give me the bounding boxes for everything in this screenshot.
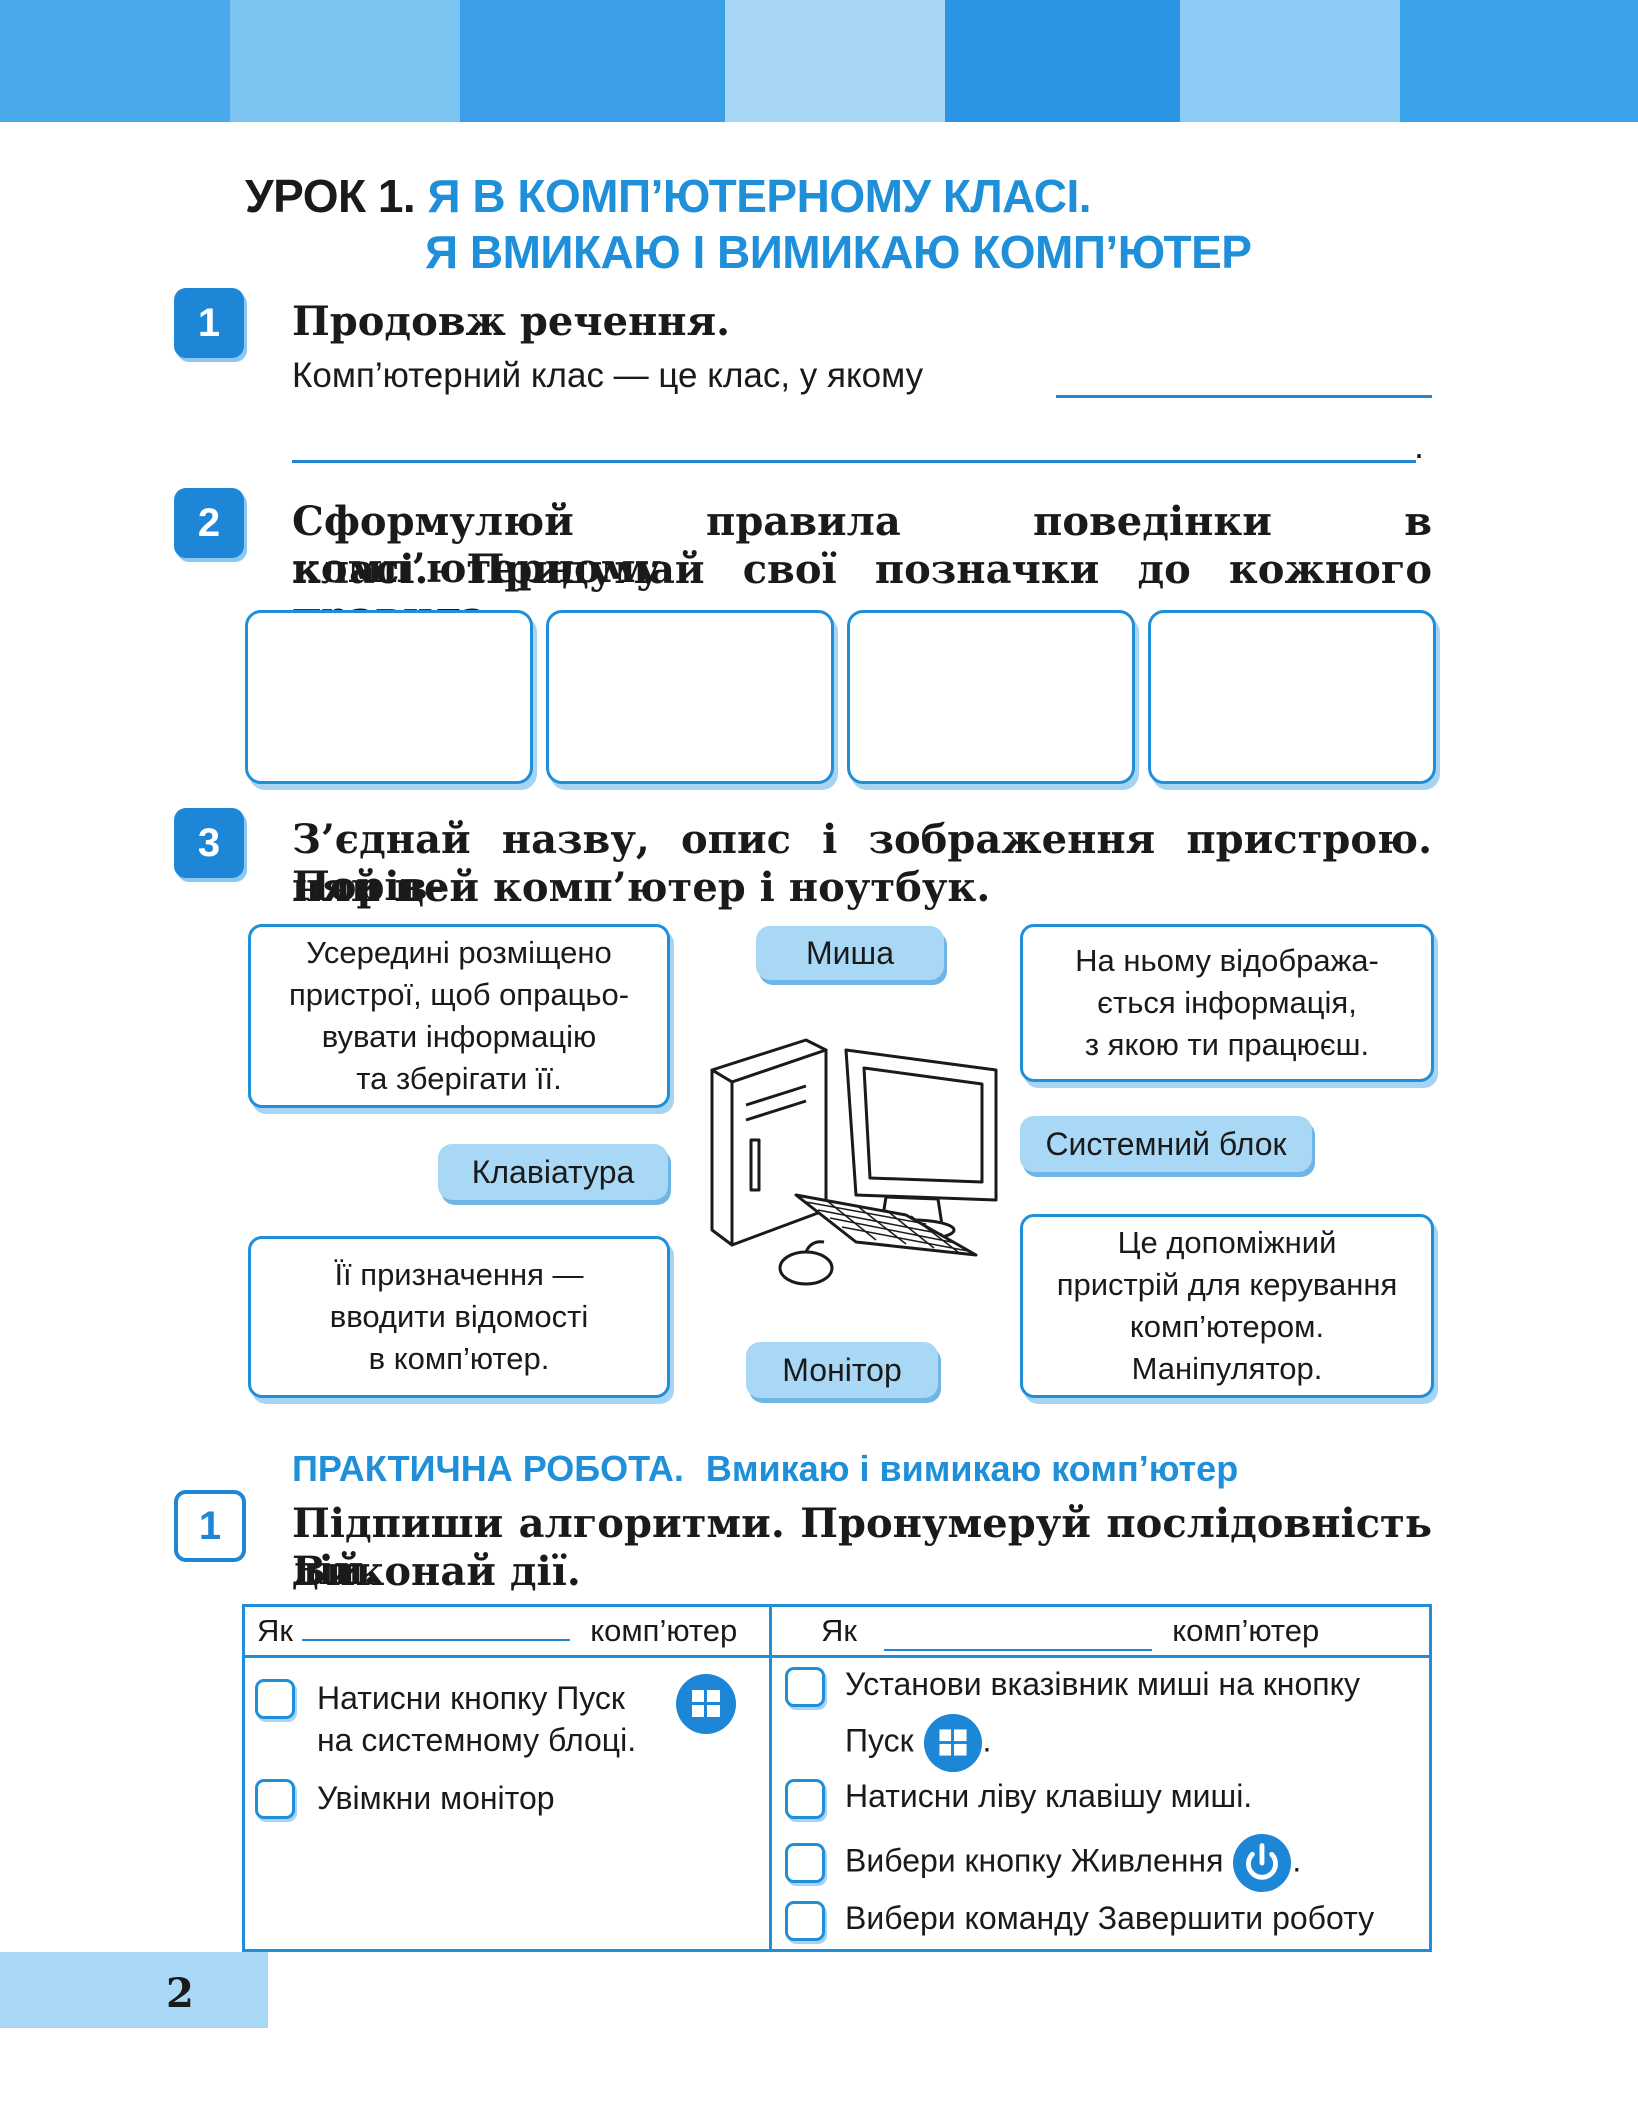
column-divider	[769, 1607, 772, 1949]
practical-number-badge: 1	[174, 1490, 246, 1562]
answer-line[interactable]	[292, 460, 1416, 463]
step-text: Натисни кнопку Пуск на системному блоці.	[317, 1677, 636, 1761]
header-divider	[245, 1655, 1429, 1658]
answer-line[interactable]	[1056, 395, 1432, 398]
step-line: Натисни кнопку Пуск	[317, 1680, 625, 1716]
description-card-mouse[interactable]: Це допоміжний пристрій для керування ком…	[1020, 1214, 1434, 1398]
desc-line: ється інформація,	[1097, 985, 1357, 1020]
desc-line: Маніпулятор.	[1131, 1351, 1323, 1386]
lesson-title-line1: Я В КОМП’ЮТЕРНОМУ КЛАСІ.	[427, 170, 1092, 222]
algorithm-table: Як комп’ютер Як комп’ютер Натисни кнопку…	[242, 1604, 1432, 1952]
task1-sentence: Комп’ютерний клас — це клас, у якому	[292, 356, 924, 395]
step-line: Установи вказівник миші на кнопку	[845, 1666, 1360, 1702]
rule-drawing-box[interactable]	[245, 610, 533, 784]
practical-text-line1: Підпиши алгоритми. Пронумеруй послідовні…	[292, 1500, 1432, 1594]
desc-line: в комп’ютер.	[368, 1341, 550, 1376]
header-blank[interactable]	[883, 1613, 1152, 1651]
task2-text-line1: Сформулюй правила поведінки в комп’ютерн…	[292, 498, 1432, 592]
step-line: Пуск	[845, 1722, 914, 1759]
desc-line: вводити відомості	[329, 1299, 589, 1334]
left-column-header: Як комп’ютер	[257, 1613, 737, 1649]
lesson-title: УРОК 1. Я В КОМП’ЮТЕРНОМУ КЛАСІ. Я ВМИКА…	[245, 168, 1252, 280]
desc-line: пристрій для керування	[1056, 1267, 1398, 1302]
header-prefix: Як	[257, 1613, 293, 1648]
step-number-checkbox[interactable]	[785, 1667, 825, 1707]
lesson-label: УРОК 1.	[245, 170, 416, 222]
desktop-computer-illustration	[710, 1038, 998, 1286]
task1-heading: Продовж речення.	[292, 298, 731, 345]
step-text: Установи вказівник миші на кнопку Пуск .	[845, 1663, 1360, 1773]
windows-icon	[923, 1713, 982, 1773]
desc-line: Усередині розміщено	[306, 935, 612, 970]
step-text: Натисни ліву клавішу миші.	[845, 1778, 1253, 1814]
step-number-checkbox[interactable]	[785, 1779, 825, 1819]
step-text: Вибери команду Завершити роботу	[845, 1900, 1375, 1936]
footer-page-tab	[0, 1952, 268, 2028]
header-prefix: Як	[821, 1613, 857, 1648]
header-blank[interactable]	[301, 1639, 570, 1641]
practical-text-line2: Виконай дії.	[292, 1548, 581, 1595]
power-icon	[1233, 1833, 1292, 1893]
step-line: Вибери кнопку Живлення	[845, 1842, 1224, 1879]
label-mouse[interactable]: Миша	[756, 926, 944, 980]
desc-line: Її призначення —	[334, 1257, 584, 1292]
desc-line: Це допоміжний	[1117, 1225, 1337, 1260]
step-number-checkbox[interactable]	[255, 1679, 295, 1719]
desc-line: та зберігати її.	[356, 1061, 562, 1096]
task-number-badge: 2	[174, 488, 244, 558]
step-text: Увімкни монітор	[317, 1780, 555, 1816]
windows-icon	[676, 1674, 736, 1734]
description-card-system-unit[interactable]: Усередині розміщено пристрої, щоб опраць…	[248, 924, 670, 1108]
step-number-checkbox[interactable]	[785, 1901, 825, 1941]
desc-line: з якою ти працюєш.	[1084, 1027, 1370, 1062]
description-card-keyboard[interactable]: Її призначення — вводити відомості в ком…	[248, 1236, 670, 1398]
lesson-title-line2: Я ВМИКАЮ І ВИМИКАЮ КОМП’ЮТЕР	[425, 226, 1252, 278]
step-line: на системному блоці.	[317, 1722, 637, 1758]
desc-line: вувати інформацію	[321, 1019, 597, 1054]
right-column-header: Як комп’ютер	[821, 1613, 1319, 1651]
header-suffix: комп’ютер	[590, 1613, 738, 1648]
practical-title: ПРАКТИЧНА РОБОТА. Вмикаю і вимикаю комп’…	[292, 1448, 1238, 1490]
end-period: .	[1414, 425, 1425, 466]
label-monitor[interactable]: Монітор	[746, 1342, 938, 1398]
rule-drawing-box[interactable]	[847, 610, 1135, 784]
step-text: Вибери кнопку Живлення .	[845, 1833, 1301, 1893]
practical-title-rest: Вмикаю і вимикаю комп’ютер	[705, 1448, 1239, 1489]
task-number-badge: 3	[174, 808, 244, 878]
rule-drawing-box[interactable]	[1148, 610, 1436, 784]
desc-line: пристрої, щоб опрацьо-	[288, 977, 630, 1012]
step-number-checkbox[interactable]	[785, 1843, 825, 1883]
header-suffix: комп’ютер	[1172, 1613, 1320, 1648]
desc-line: На ньому відобража-	[1075, 943, 1379, 978]
top-color-band	[0, 0, 1638, 122]
label-system-unit[interactable]: Системний блок	[1020, 1116, 1312, 1172]
page-number: 2	[166, 1970, 194, 2017]
practical-title-bold: ПРАКТИЧНА РОБОТА.	[292, 1448, 684, 1489]
description-card-monitor[interactable]: На ньому відобража- ється інформація, з …	[1020, 924, 1434, 1082]
task3-text-line2: няй цей комп’ютер і ноутбук.	[292, 864, 991, 911]
desc-line: комп’ютером.	[1129, 1309, 1325, 1344]
task3-text-line1: З’єднай назву, опис і зображення пристро…	[292, 816, 1432, 910]
task-number-badge: 1	[174, 288, 244, 358]
label-keyboard[interactable]: Клавіатура	[438, 1144, 668, 1200]
rule-drawing-box[interactable]	[546, 610, 834, 784]
step-number-checkbox[interactable]	[255, 1779, 295, 1819]
